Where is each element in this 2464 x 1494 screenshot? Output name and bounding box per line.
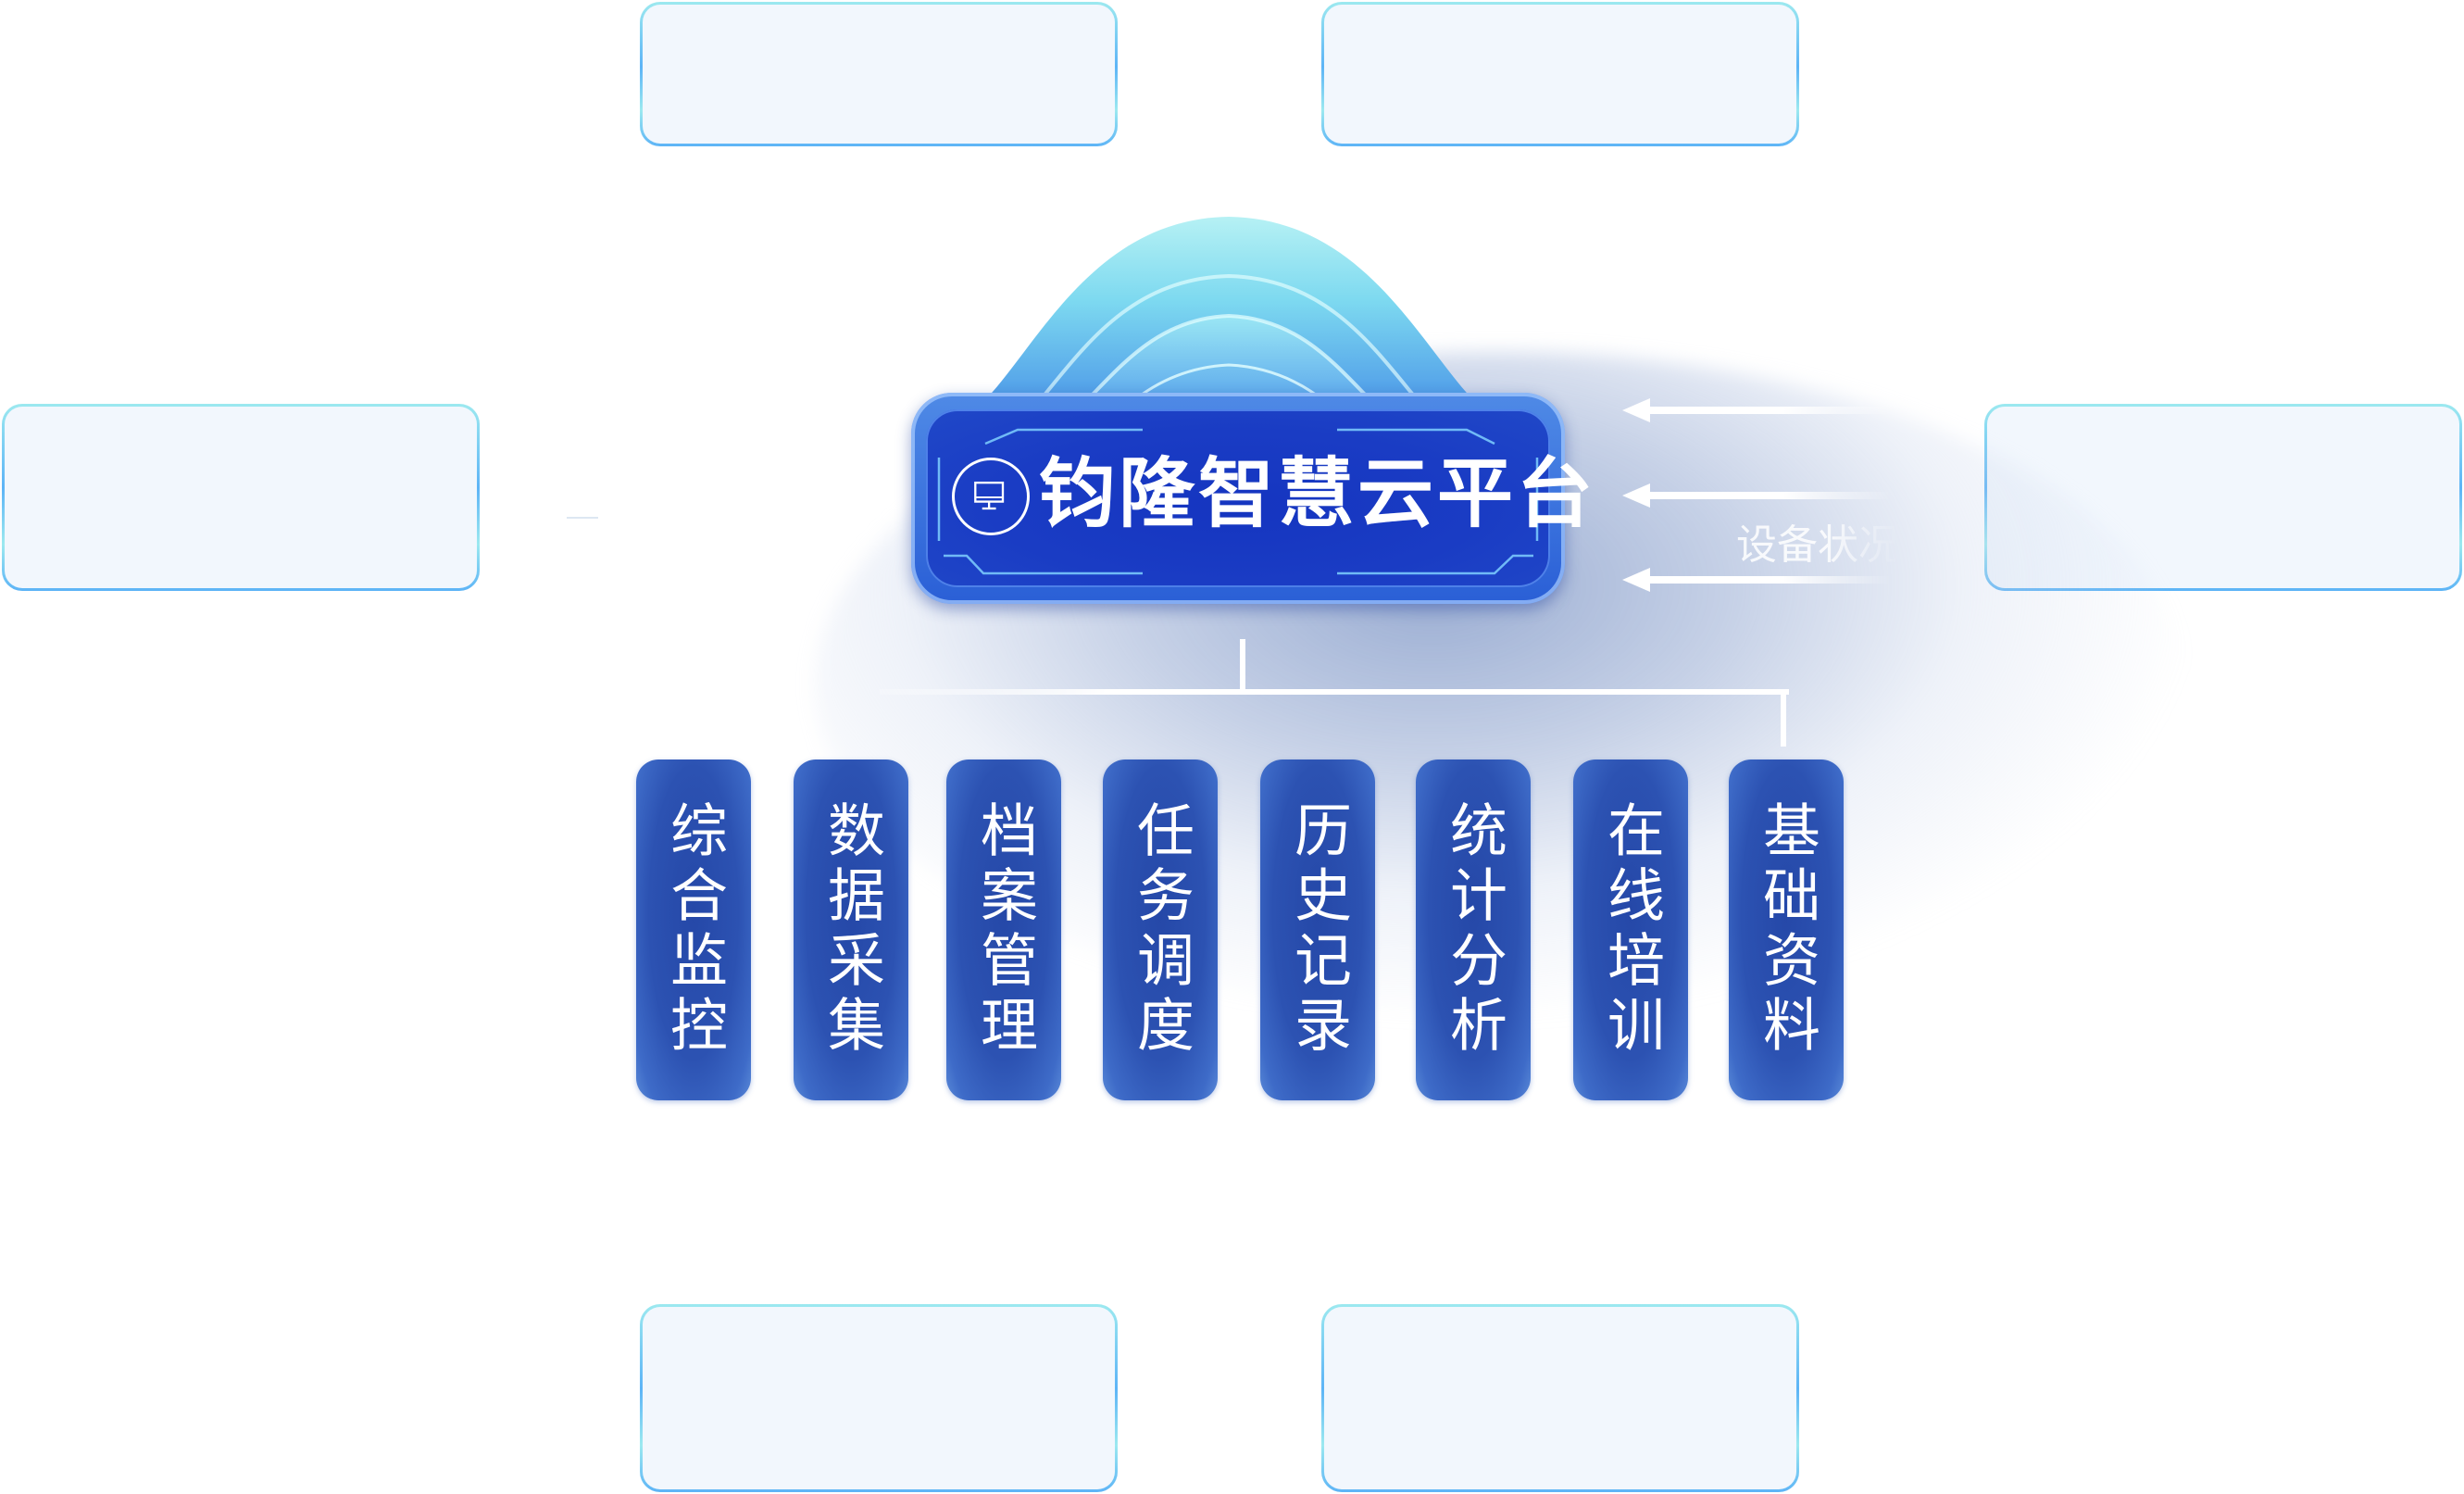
card-left [2, 404, 480, 591]
card-top-left [640, 2, 1118, 146]
module-data-collection[interactable]: 数据采集 [794, 760, 908, 1100]
module-task-scheduling[interactable]: 任务调度 [1103, 760, 1218, 1100]
incoming-arrow-3 [1622, 568, 1891, 592]
module-label: 综合监控 [660, 800, 728, 1060]
connector-bus [880, 689, 1789, 695]
incoming-arrow-1 [1622, 398, 1891, 422]
monitor-icon [974, 481, 1005, 510]
module-comprehensive-monitoring[interactable]: 综合监控 [636, 760, 751, 1100]
module-label: 数据采集 [818, 800, 885, 1060]
card-bottom-right [1321, 1304, 1799, 1492]
module-basic-materials[interactable]: 基础资料 [1729, 760, 1844, 1100]
connector-stem [1240, 639, 1245, 695]
module-label: 在线培训 [1597, 800, 1665, 1060]
card-top-right [1321, 2, 1799, 146]
plate-circuit-lines [937, 428, 1539, 575]
card-bottom-left [640, 1304, 1118, 1492]
module-history-records[interactable]: 历史记录 [1260, 760, 1375, 1100]
platform-title: 钧隆智慧云平台 [1039, 450, 1597, 538]
module-label: 统计分析 [1440, 800, 1507, 1060]
module-statistical-analysis[interactable]: 统计分析 [1416, 760, 1531, 1100]
left-connector-stub [567, 517, 598, 519]
platform-plate-inner [926, 409, 1550, 587]
connector-drop [1781, 689, 1786, 747]
incoming-label: 设备状况 [1736, 521, 1899, 569]
module-label: 历史记录 [1284, 800, 1352, 1060]
incoming-arrow-2 [1622, 483, 1891, 508]
cloud-dome [982, 217, 1477, 404]
module-archive-management[interactable]: 档案管理 [946, 760, 1061, 1100]
module-online-training[interactable]: 在线培训 [1573, 760, 1688, 1100]
module-label: 任务调度 [1127, 800, 1194, 1060]
module-label: 基础资料 [1753, 800, 1820, 1060]
module-label: 档案管理 [970, 800, 1038, 1060]
monitor-badge [952, 458, 1030, 535]
platform-plate[interactable]: 钧隆智慧云平台 [911, 393, 1593, 604]
